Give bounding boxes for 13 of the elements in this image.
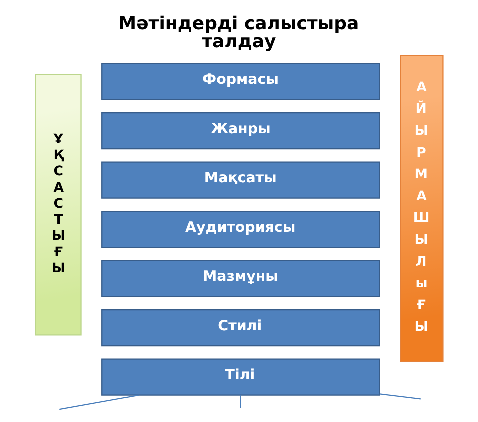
node-box: Стилі <box>101 310 380 347</box>
connector <box>59 394 138 410</box>
node-box: Мазмұны <box>101 260 380 298</box>
node-box: Тілі <box>101 358 380 396</box>
node-box: Формасы <box>101 63 380 100</box>
node-box: Аудиториясы <box>101 210 380 248</box>
connector <box>379 394 420 400</box>
diagram-title: Мәтіндерді салыстыра талдау <box>118 13 359 52</box>
node-box: Жанры <box>101 112 380 150</box>
node-box: Ұ Қ С А С Т Ы Ғ Ы <box>34 74 82 336</box>
connector <box>240 395 241 408</box>
node-box: Мақсаты <box>101 162 380 199</box>
node-box: А Й Ы Р М А Ш Ы Л ы Ғ Ы <box>400 55 444 362</box>
